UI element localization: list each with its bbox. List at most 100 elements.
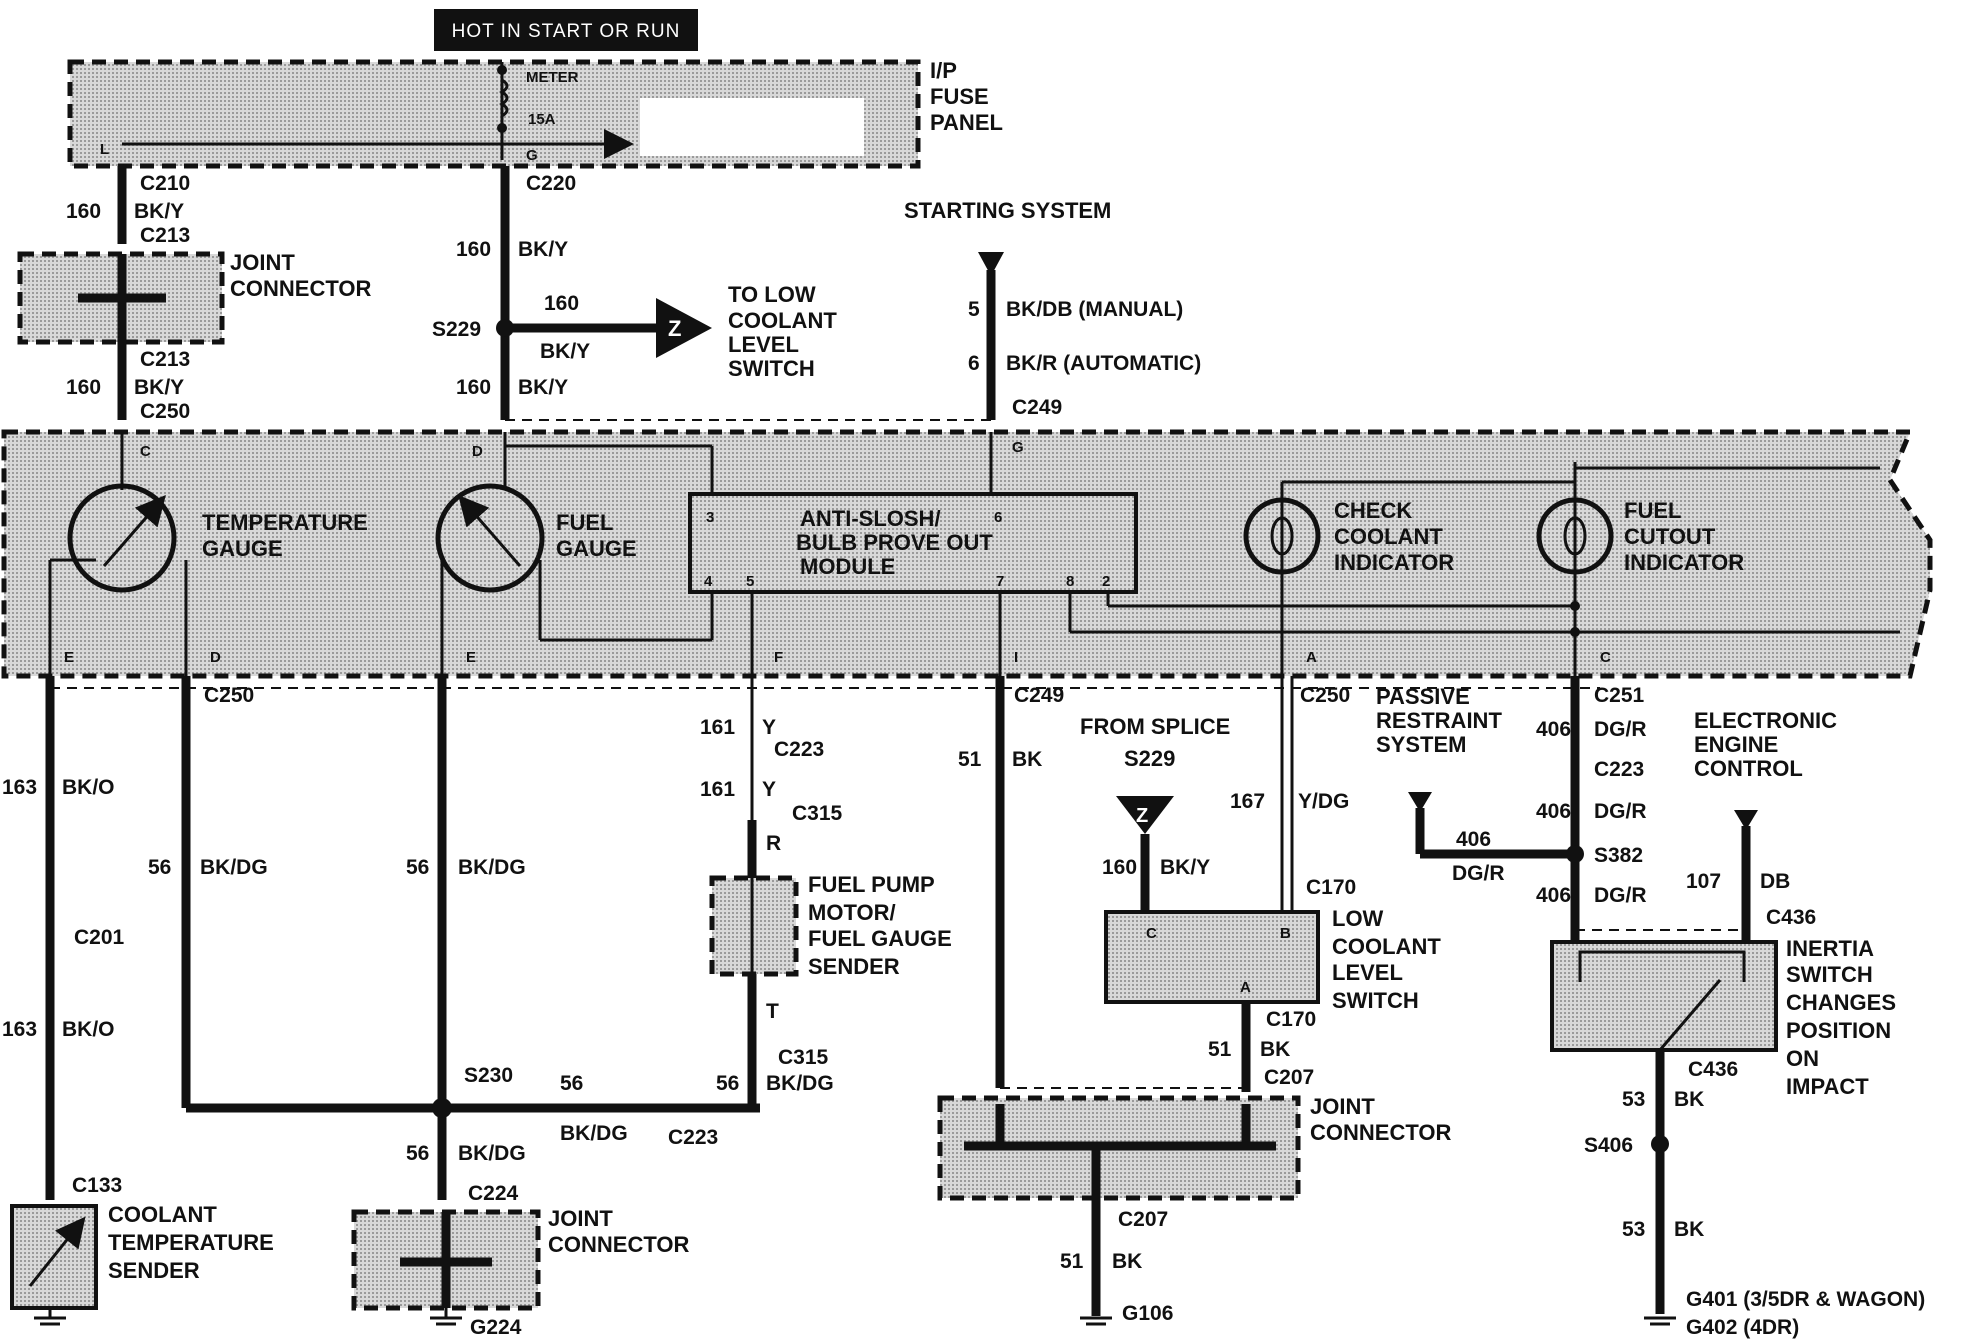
c250-left-label: C250: [140, 400, 190, 423]
fuel-gauge-circuit: 56: [406, 856, 429, 879]
start-color-manual: BK/DB (MANUAL): [1006, 298, 1183, 321]
c224-label: C224: [468, 1182, 519, 1205]
to-low-coolant-line-3: LEVEL: [728, 332, 799, 357]
c250-temp-label: C250: [204, 684, 254, 707]
s230-h-color: BK/DG: [560, 1122, 628, 1145]
s406-label: S406: [1584, 1134, 1633, 1157]
fuse-panel-title-1: I/P: [930, 58, 957, 83]
fuel-cutout-line-3: INDICATOR: [1624, 550, 1744, 575]
sender-color-1: Y: [762, 716, 776, 739]
c223-sender-label: C223: [774, 738, 824, 761]
fuel-cutout-line-1: FUEL: [1624, 498, 1681, 523]
sender-circuit-3: 56: [716, 1072, 739, 1095]
c207-bottom-label: C207: [1118, 1208, 1168, 1231]
passive-restraint-line-2: RESTRAINT: [1376, 708, 1502, 733]
check-coolant-line-1: CHECK: [1334, 498, 1412, 523]
c220-label: C220: [526, 172, 576, 195]
passive-restraint-line-3: SYSTEM: [1376, 732, 1466, 757]
cluster-pin-bottom-d: D: [210, 649, 221, 666]
branch-color: BK/Y: [540, 340, 590, 363]
cutout-circuit-3: 406: [1536, 884, 1571, 907]
cutout-branch-circuit: 406: [1456, 828, 1491, 851]
c223-h-label: C223: [668, 1126, 718, 1149]
joint-connector-2-line-2: CONNECTOR: [548, 1232, 689, 1257]
module-pin-3: 3: [706, 509, 714, 526]
cluster-pin-bottom-f: F: [774, 649, 783, 666]
starting-wire: [505, 252, 1004, 421]
fuel-cutout-line-2: CUTOUT: [1624, 524, 1716, 549]
inertia-line-6: IMPACT: [1786, 1074, 1869, 1099]
left-color-a: BK/Y: [134, 200, 184, 223]
fuel-sender-line-3: FUEL GAUGE: [808, 926, 952, 951]
to-low-coolant-line-2: COOLANT: [728, 308, 837, 333]
sender-r-color: R: [766, 832, 781, 855]
low-coolant-z-circuit: 160: [1102, 856, 1137, 879]
inertia-line-1: INERTIA: [1786, 936, 1874, 961]
fuse-panel: METER 15A L G: [67, 59, 921, 169]
inertia-line-5: ON: [1786, 1046, 1819, 1071]
fuse-panel-title-3: PANEL: [930, 110, 1003, 135]
ground-circuit: 51: [958, 748, 982, 771]
low-coolant-switch-line-4: SWITCH: [1332, 988, 1419, 1013]
c210-label: C210: [140, 172, 190, 195]
ground-color-2: BK: [1112, 1250, 1142, 1273]
header-title: HOT IN START OR RUN: [452, 21, 681, 42]
sender-color-3: BK/DG: [766, 1072, 834, 1095]
temp-circuit-wires: [10, 676, 760, 1326]
eec-line-2: ENGINE: [1694, 732, 1778, 757]
s229-label: S229: [432, 318, 481, 341]
module-pin-2: 2: [1102, 573, 1110, 590]
sender-color-2: Y: [762, 778, 776, 801]
fuse-pin-l: L: [100, 141, 109, 158]
fuse-panel-title-2: FUSE: [930, 84, 989, 109]
low-coolant-switch-line-2: COOLANT: [1332, 934, 1441, 959]
check-coolant-line-2: COOLANT: [1334, 524, 1443, 549]
temp-d-color: BK/DG: [200, 856, 268, 879]
c223-cutout-label: C223: [1594, 758, 1644, 781]
module-pin-8: 8: [1066, 573, 1074, 590]
start-circuit-manual: 5: [968, 298, 980, 321]
start-color-auto: BK/R (AUTOMATIC): [1006, 352, 1201, 375]
header-bar: [434, 9, 698, 51]
fuel-gauge-line-2: GAUGE: [556, 536, 637, 561]
from-splice-line-1: FROM SPLICE: [1080, 714, 1230, 739]
c251-label: C251: [1594, 684, 1645, 707]
coolant-sender-line-3: SENDER: [108, 1258, 200, 1283]
c170-top-label: C170: [1306, 876, 1356, 899]
s230-label: S230: [464, 1064, 513, 1087]
center-color-1: BK/Y: [518, 238, 568, 261]
temp-circuit-1: 163: [2, 776, 37, 799]
coolant-sender-line-1: COOLANT: [108, 1202, 217, 1227]
s382-label: S382: [1594, 844, 1643, 867]
cluster-pin-bottom-c: C: [1600, 649, 1611, 666]
fuel-sender-line-4: SENDER: [808, 954, 900, 979]
temp-gauge-line-2: GAUGE: [202, 536, 283, 561]
fuel-gauge-line-1: FUEL: [556, 510, 613, 535]
s230-h-circuit: 56: [560, 1072, 583, 1095]
sender-t-color: T: [766, 1000, 779, 1023]
cutout-circuit-2: 406: [1536, 800, 1571, 823]
low-coolant-z-color: BK/Y: [1160, 856, 1210, 879]
joint-connector-3-line-2: CONNECTOR: [1310, 1120, 1451, 1145]
sender-circuit-2: 161: [700, 778, 735, 801]
c170-bottom-label: C170: [1266, 1008, 1316, 1031]
low-coolant-pin-a: A: [1240, 979, 1251, 996]
to-low-coolant-line-4: SWITCH: [728, 356, 815, 381]
g106-label: G106: [1122, 1302, 1173, 1325]
eec-line-3: CONTROL: [1694, 756, 1803, 781]
joint-connector-3-line-1: JOINT: [1310, 1094, 1375, 1119]
branch-arrow-letter: Z: [668, 316, 681, 341]
module-pin-7: 7: [996, 573, 1004, 590]
center-branch: [496, 166, 712, 420]
module-line-3: MODULE: [800, 554, 895, 579]
cutout-color-3: DG/R: [1594, 884, 1647, 907]
fuse-rating: 15A: [528, 111, 556, 128]
passive-restraint-line-1: PASSIVE: [1376, 684, 1470, 709]
cutout-color-4: BK: [1674, 1088, 1704, 1111]
center-circuit-1: 160: [456, 238, 491, 261]
left-color-b: BK/Y: [134, 376, 184, 399]
cutout-color-2: DG/R: [1594, 800, 1647, 823]
start-circuit-auto: 6: [968, 352, 980, 375]
to-low-coolant-line-1: TO LOW: [728, 282, 816, 307]
g224-label: G224: [470, 1316, 522, 1339]
